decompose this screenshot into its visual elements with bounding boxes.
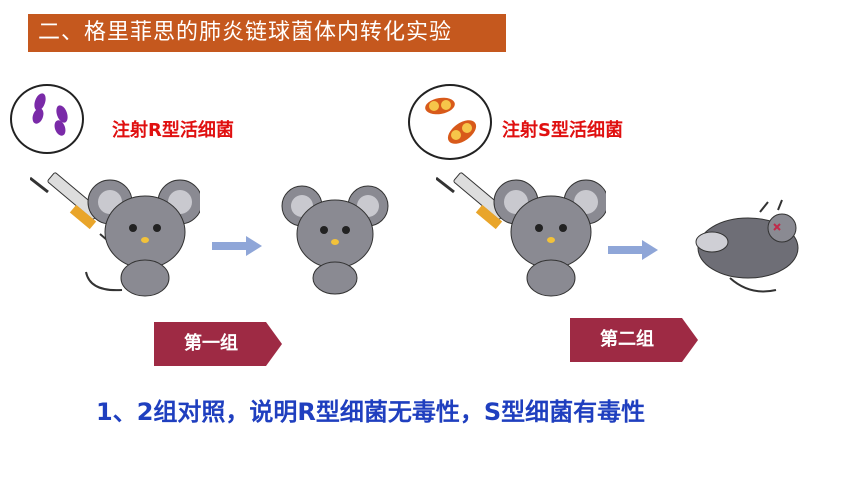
group-1-label: 第一组 bbox=[184, 333, 238, 354]
group-1-tag: 第一组 bbox=[154, 322, 282, 366]
inject-s-label: 注射S型活细菌 bbox=[502, 120, 623, 141]
mouse-injected-s bbox=[436, 172, 606, 297]
mouse-icon bbox=[281, 185, 389, 295]
mouse-icon bbox=[493, 179, 606, 297]
arrow-right-icon bbox=[608, 240, 658, 260]
group-2-label: 第二组 bbox=[600, 329, 654, 350]
inject-r-label: 注射R型活细菌 bbox=[112, 120, 234, 141]
s-bacteria-circle bbox=[408, 84, 492, 160]
mouse-dead bbox=[695, 199, 799, 293]
arrow-right-icon bbox=[212, 236, 262, 256]
r-bacteria-icon bbox=[32, 93, 68, 136]
mouse-alive bbox=[281, 185, 389, 295]
mouse-icon bbox=[85, 179, 200, 297]
conclusion-text: 1、2组对照，说明R型细菌无毒性，S型细菌有毒性 bbox=[96, 398, 646, 426]
s-bacteria-icon bbox=[425, 97, 477, 144]
slide-title: 二、格里菲思的肺炎链球菌体内转化实验 bbox=[28, 14, 506, 52]
r-bacteria-circle bbox=[10, 84, 84, 154]
group-2-tag: 第二组 bbox=[570, 318, 698, 362]
mouse-injected-r bbox=[30, 172, 200, 297]
dead-mouse-icon bbox=[695, 199, 799, 293]
